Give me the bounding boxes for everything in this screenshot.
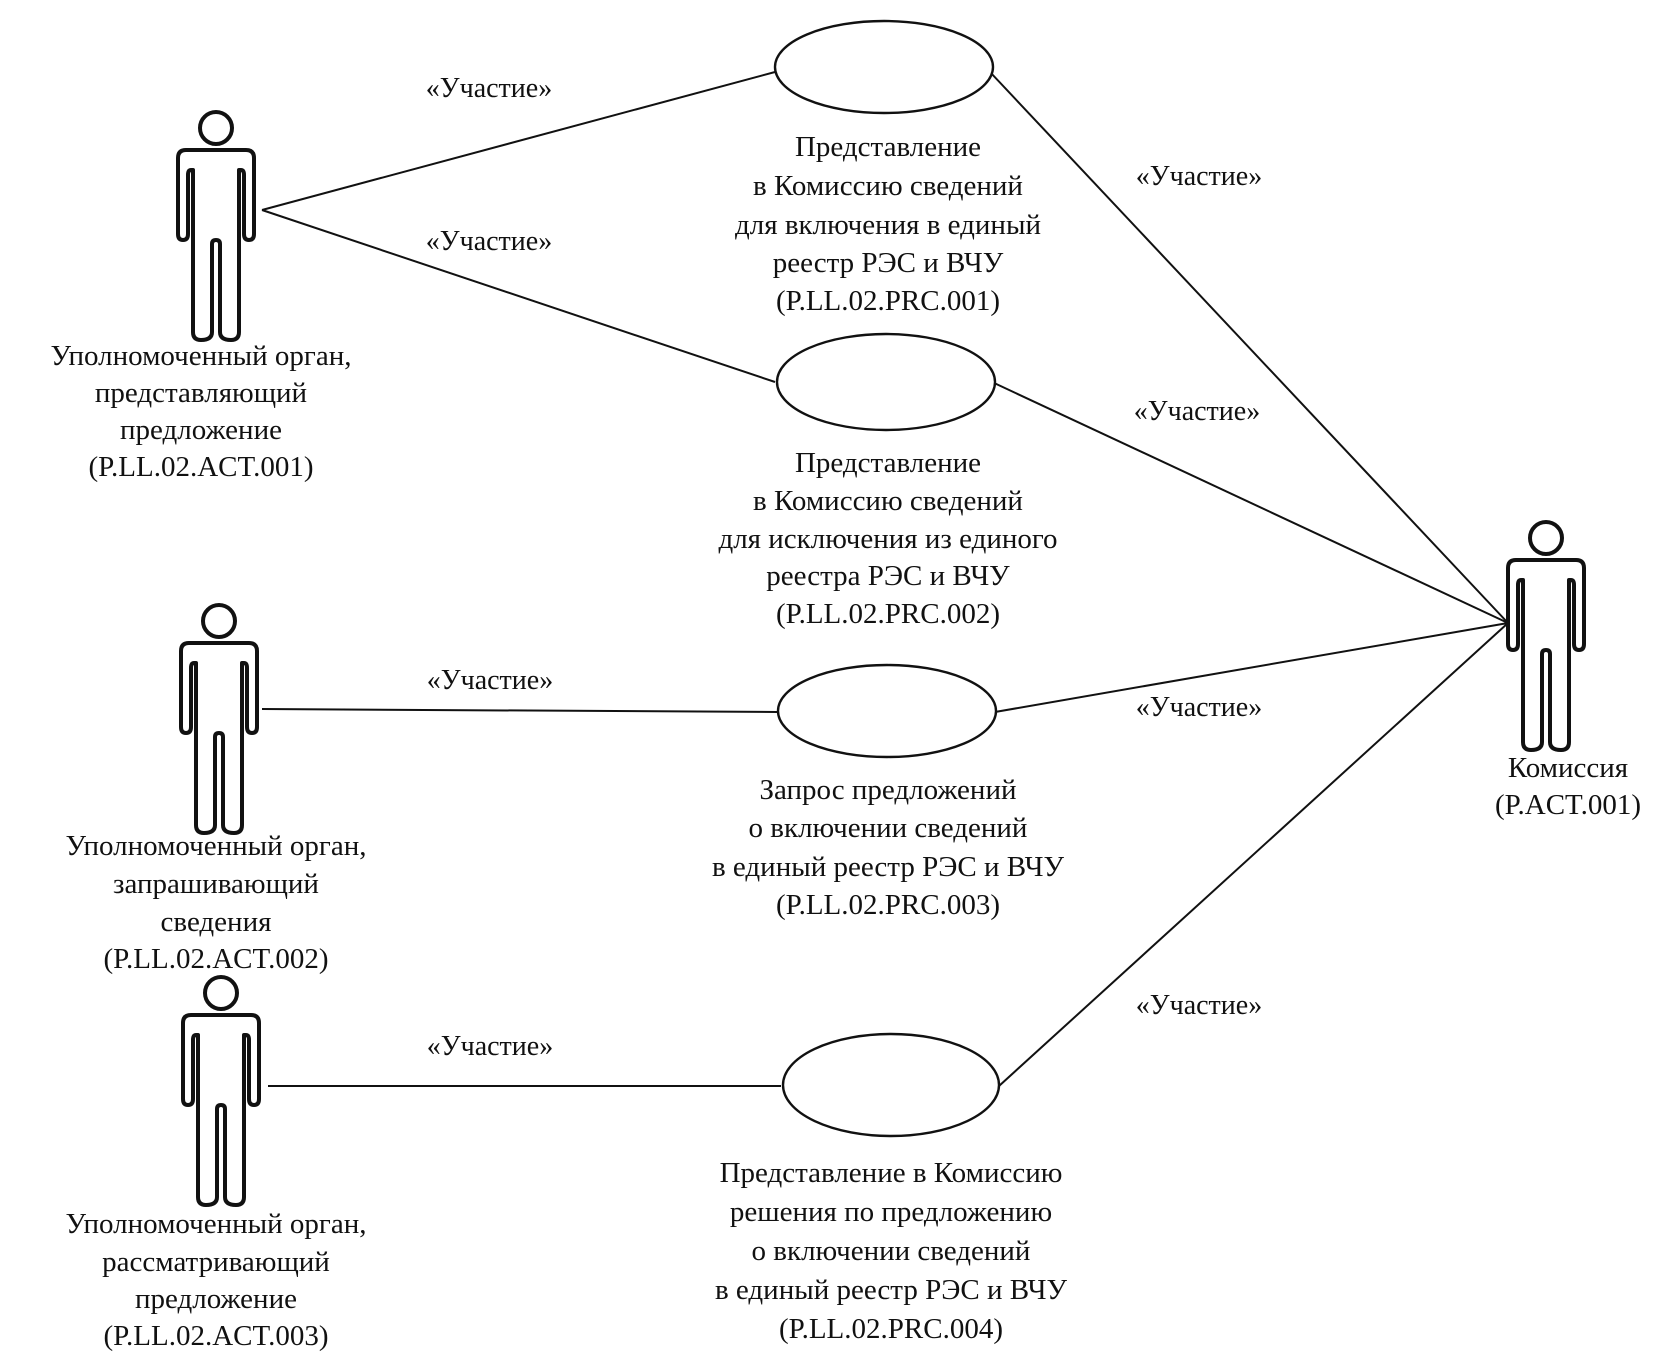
association-label: «Участие» bbox=[1136, 161, 1262, 192]
actor-icon bbox=[179, 603, 259, 835]
use-case-3-label: Запрос предложений о включении сведений … bbox=[712, 774, 1064, 921]
actor-label-line: Комиссия bbox=[1508, 752, 1628, 784]
use-case-4-label: Представление в Комиссию решения по пред… bbox=[715, 1157, 1067, 1345]
actor-icon bbox=[181, 975, 261, 1207]
actor-label-line: Уполномоченный орган, bbox=[66, 830, 367, 862]
actor-label-line: (P.LL.02.ACT.002) bbox=[103, 943, 328, 975]
use-case-label-line: Представление в Комиссию bbox=[720, 1157, 1063, 1189]
association-line bbox=[998, 622, 1509, 1087]
use-case-ellipses bbox=[773, 19, 1001, 1138]
use-case-label-line: для включения в единый bbox=[735, 209, 1041, 241]
use-case-label-line: (P.LL.02.PRC.003) bbox=[776, 889, 1000, 921]
actor-label-line: предложение bbox=[135, 1283, 297, 1315]
actor-1-label: Уполномоченный орган, представляющий пре… bbox=[51, 340, 352, 483]
actor-commission-figure[interactable] bbox=[1506, 520, 1586, 752]
association-labels: «Участие» «Участие» «Участие» «Участие» … bbox=[426, 73, 1262, 1062]
use-case-label-line: для исключения из единого bbox=[718, 523, 1057, 555]
actor-label-line: Уполномоченный орган, bbox=[51, 340, 352, 372]
use-case-label-line: Представление bbox=[795, 447, 981, 479]
use-case-label-line: Запрос предложений bbox=[760, 774, 1017, 806]
association-line bbox=[994, 622, 1509, 713]
association-line bbox=[261, 708, 778, 713]
use-case-2-ellipse[interactable] bbox=[775, 332, 997, 432]
use-case-label-line: реестр РЭС и ВЧУ bbox=[773, 247, 1004, 279]
use-case-label-line: в единый реестр РЭС и ВЧУ bbox=[715, 1274, 1067, 1306]
actor-label-line: представляющий bbox=[95, 377, 307, 409]
association-label: «Участие» bbox=[1136, 692, 1262, 723]
use-case-1-label: Представление в Комиссию сведений для вк… bbox=[735, 131, 1041, 317]
association-lines bbox=[261, 71, 1509, 1087]
use-case-label-line: реестра РЭС и ВЧУ bbox=[766, 560, 1010, 592]
association-label: «Участие» bbox=[426, 73, 552, 104]
actor-2-figure[interactable] bbox=[179, 603, 259, 835]
actor-icon bbox=[176, 110, 256, 342]
use-case-2-label: Представление в Комиссию сведений для ис… bbox=[718, 447, 1057, 630]
actor-label-line: Уполномоченный орган, bbox=[66, 1208, 367, 1240]
use-case-1-ellipse[interactable] bbox=[773, 19, 995, 115]
association-line bbox=[261, 209, 776, 383]
association-label: «Участие» bbox=[1136, 990, 1262, 1021]
actor-icon bbox=[1506, 520, 1586, 752]
actor-label-line: (P.ACT.001) bbox=[1495, 789, 1641, 821]
actor-label-line: сведения bbox=[161, 906, 272, 938]
association-line bbox=[989, 71, 1509, 624]
use-case-label-line: о включении сведений bbox=[752, 1235, 1031, 1267]
use-case-label-line: (P.LL.02.PRC.002) bbox=[776, 598, 1000, 630]
association-label: «Участие» bbox=[1134, 396, 1260, 427]
actor-label-line: (P.LL.02.ACT.003) bbox=[103, 1320, 328, 1352]
actor-1-figure[interactable] bbox=[176, 110, 256, 342]
actor-label-line: (P.LL.02.ACT.001) bbox=[88, 451, 313, 483]
association-label: «Участие» bbox=[426, 226, 552, 257]
use-case-label-line: о включении сведений bbox=[749, 812, 1028, 844]
actor-2-label: Уполномоченный орган, запрашивающий свед… bbox=[66, 830, 367, 975]
association-line bbox=[991, 381, 1509, 624]
use-case-label-line: (P.LL.02.PRC.001) bbox=[776, 285, 1000, 317]
use-case-3-ellipse[interactable] bbox=[776, 663, 998, 759]
actor-label-line: предложение bbox=[120, 414, 282, 446]
actor-label-line: запрашивающий bbox=[113, 868, 319, 900]
actor-commission-label: Комиссия (P.ACT.001) bbox=[1495, 752, 1641, 821]
actor-3-label: Уполномоченный орган, рассматривающий пр… bbox=[66, 1208, 367, 1352]
association-label: «Участие» bbox=[427, 1031, 553, 1062]
use-case-label-line: Представление bbox=[795, 131, 981, 163]
actor-3-figure[interactable] bbox=[181, 975, 261, 1207]
use-case-4-ellipse[interactable] bbox=[781, 1032, 1001, 1138]
actor-label-line: рассматривающий bbox=[102, 1246, 330, 1278]
use-case-label-line: решения по предложению bbox=[730, 1196, 1052, 1228]
association-label: «Участие» bbox=[427, 665, 553, 696]
use-case-label-line: в единый реестр РЭС и ВЧУ bbox=[712, 851, 1064, 883]
use-case-label-line: в Комиссию сведений bbox=[753, 170, 1023, 202]
association-line bbox=[261, 71, 776, 211]
use-case-label-line: (P.LL.02.PRC.004) bbox=[779, 1313, 1003, 1345]
use-case-label-line: в Комиссию сведений bbox=[753, 485, 1023, 517]
